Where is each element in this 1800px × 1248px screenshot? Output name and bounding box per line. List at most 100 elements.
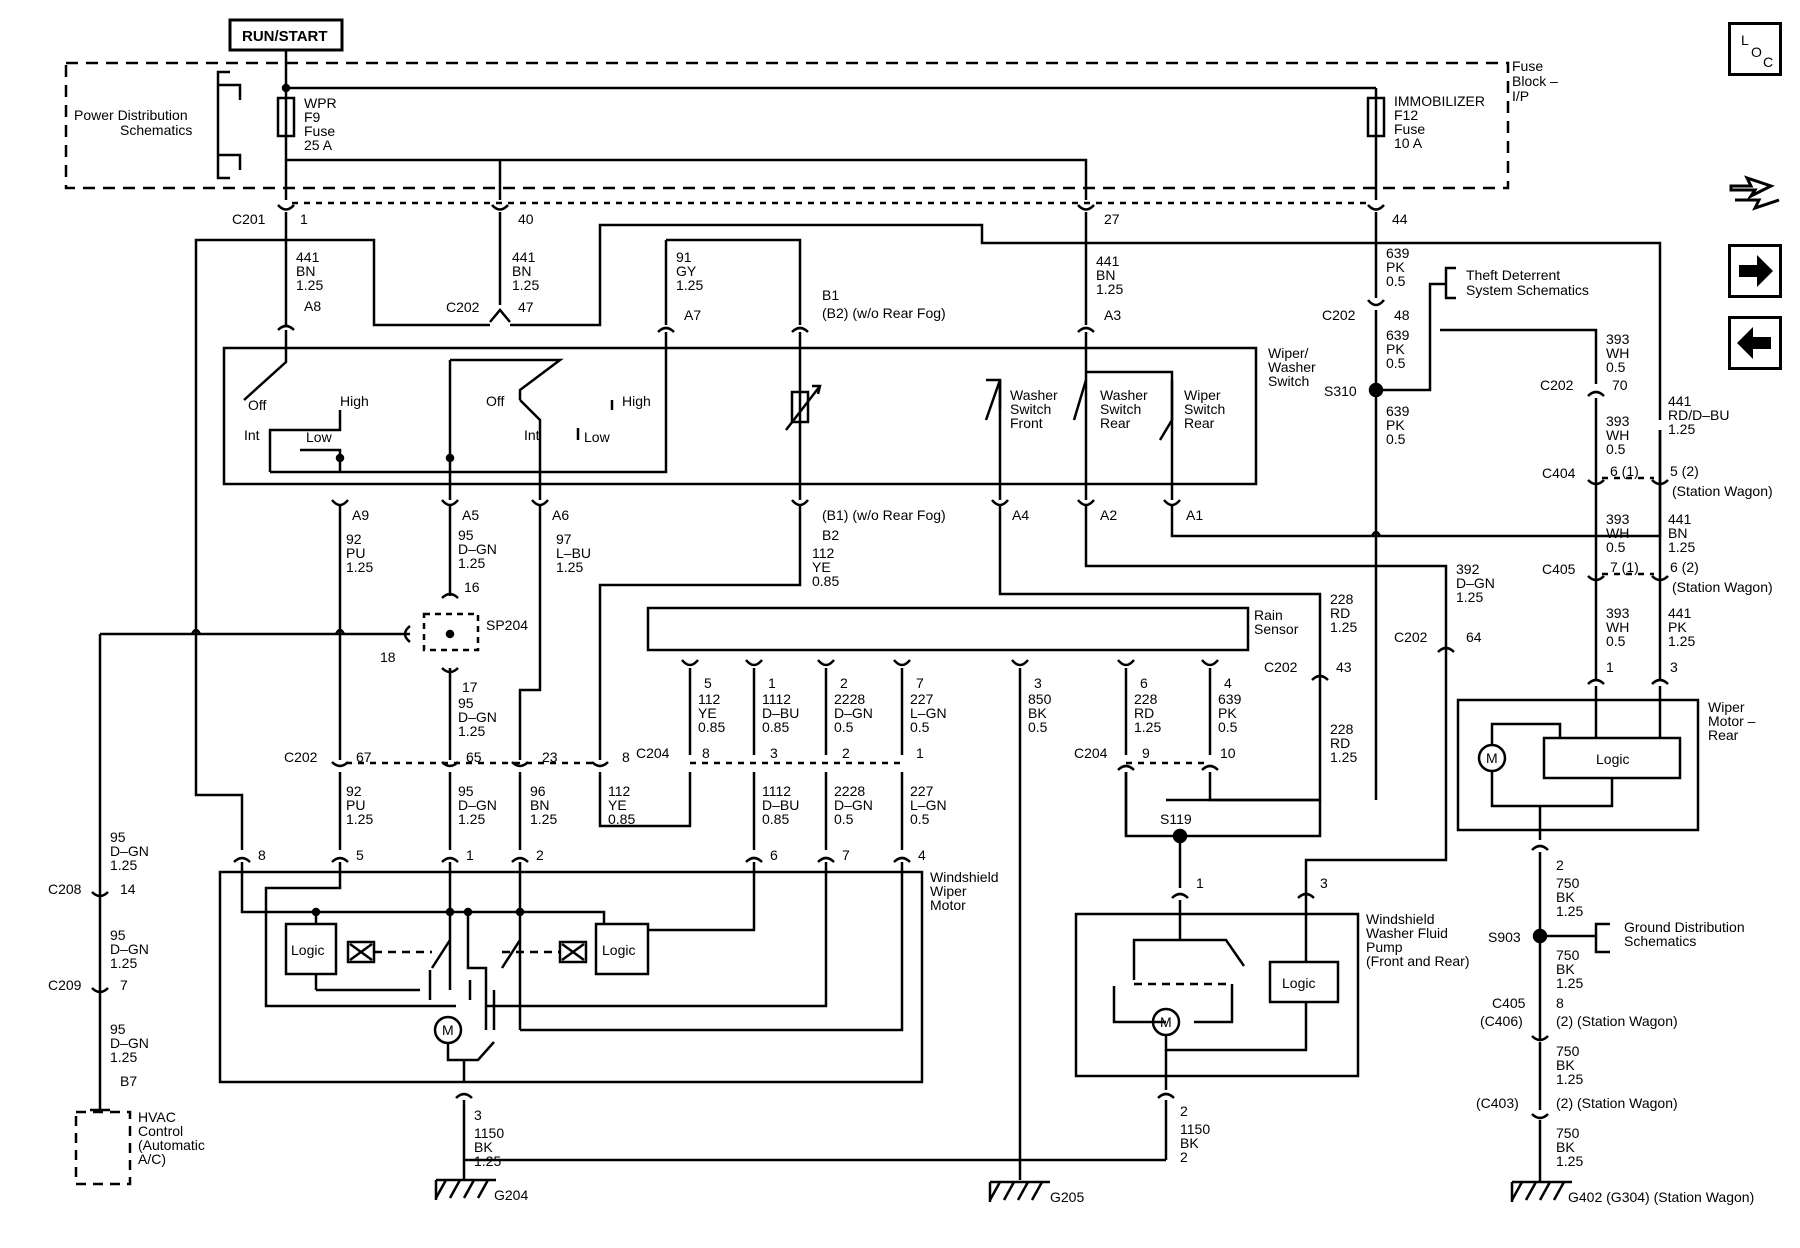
c204-right-label: C204 [1074,745,1108,761]
rear-motor-m [1477,743,1507,773]
wire-228-b-size: 1.25 [1330,749,1357,765]
pin-a3-label: A3 [1104,307,1121,323]
rear-motor-m-label: M [1486,750,1498,766]
rain-sensor-wire-label: 0.5 [1028,719,1048,735]
wire-639-c-color: PK [1386,417,1405,433]
wiper-motor-label-1: Windshield [930,869,998,885]
wiper-washer-switch [222,346,1258,486]
lower-wire-2228-size: 0.5 [834,811,854,827]
windshield-wiper-motor [218,870,924,1084]
washer-front-label-2: Switch [1010,401,1051,417]
c405-pin-right: 6 (2) [1670,559,1699,575]
sp204-label: SP204 [486,617,528,633]
c202-pin-65: 65 [466,749,482,765]
c201-label: C201 [232,211,266,227]
rain-sensor-wire-label: 0.85 [762,719,789,735]
wiper-motor-pin-arc [331,856,349,863]
rear-c202-pin-70: 70 [1612,377,1628,393]
pump-pin-3: 3 [1320,875,1328,891]
next-page-button[interactable] [1728,244,1782,298]
theft-deterrent-label-2: System Schematics [1466,282,1589,298]
switch-low-2: Low [584,429,611,445]
rear-wire-750-d-color: BK [1556,1139,1575,1155]
rain-sensor-wire-label: 850 [1028,691,1052,707]
pin-a8-label: A8 [304,298,321,314]
rain-sensor-wire-label: BK [1028,705,1047,721]
fuse-block-label-3: I/P [1512,88,1529,104]
lower-wire-227-color: L–GN [910,797,947,813]
rear-wire-750-a-color: BK [1556,889,1575,905]
wire-97-size: 1.25 [556,559,583,575]
c201-pin-27: 27 [1104,211,1120,227]
lower-wire-95-circuit: 95 [458,783,474,799]
rear-wire-441-pk-circuit: 441 [1668,605,1692,621]
switch-off-2: Off [486,393,505,409]
c204-pin-8: 8 [702,745,710,761]
rain-sensor-pin-label: 3 [1034,675,1042,691]
c202-pin-23: 23 [542,749,558,765]
wiper-motor-label-3: Motor [930,897,966,913]
immob-fuse-rating: 10 A [1394,135,1423,151]
g204-label: G204 [494,1187,528,1203]
wire-91-size: 1.25 [676,277,703,293]
s119-label: S119 [1160,811,1192,827]
wire-441-b-size: 1.25 [512,277,539,293]
ground-dist-label-1: Ground Distribution [1624,919,1745,935]
rear-motor-pin-1: 1 [1606,659,1614,675]
lower-wire-112-circuit: 112 [608,783,631,799]
loc-letter-c: C [1763,54,1773,70]
wire-441-c-color: BN [1096,267,1115,283]
previous-page-button[interactable] [1728,316,1782,370]
c202-pin-67: 67 [356,749,372,765]
sp204-splice-pack [422,612,480,652]
wire-95-size: 1.25 [458,555,485,571]
rear-wire-393-b-circuit: 393 [1606,413,1630,429]
rain-sensor-wire-label: D–BU [762,705,799,721]
wire-112-color: YE [812,559,831,575]
wiper-motor-pin-label: 1 [466,847,474,863]
rear-motor-label-3: Rear [1708,727,1739,743]
wire-112-size: 0.85 [812,573,839,589]
wire-97-color: L–BU [556,545,591,561]
c204-pin-arc [1117,764,1135,771]
wiper-motor-pin-arc [441,856,459,863]
rain-sensor-pin-arc [817,659,835,667]
pds-label-2: Schematics [120,122,192,138]
hvac-label-4: A/C) [138,1151,166,1167]
pin-a2-label: A2 [1100,507,1117,523]
hvac-label-1: HVAC [138,1109,176,1125]
rear-wire-750-d-circuit: 750 [1556,1125,1580,1141]
rear-c405-pin-8: 8 [1556,995,1564,1011]
g205-ground-symbol [988,1180,1050,1202]
lower-wire-1112-color: D–BU [762,797,799,813]
rear-motor-label-2: Motor – [1708,713,1756,729]
wiper-motor-pin-arc [893,856,911,863]
wire-228-b-color: RD [1330,735,1350,751]
component-locator-button[interactable]: L O C [1728,22,1782,76]
rear-wire-393-a-circuit: 393 [1606,331,1630,347]
wire-95-circuit: 95 [458,527,474,543]
pump-gnd-wire-color: BK [1180,1135,1199,1151]
immob-fuse-type: Fuse [1394,121,1425,137]
wiring-path-button[interactable] [1725,168,1785,222]
c209-pin-7: 7 [120,977,128,993]
rear-wire-750-a-size: 1.25 [1556,903,1583,919]
wiper-gnd-wire-circuit: 1150 [474,1125,504,1141]
c208-label: C208 [48,881,82,897]
rear-wire-441-bn-color: BN [1668,525,1687,541]
c405-pin-left: 7 (1) [1610,559,1639,575]
rain-sensor-pin-label: 5 [704,675,712,691]
wiper-motor-pin-label: 2 [536,847,544,863]
pump-logic-label: Logic [1282,975,1315,991]
rain-sensor-wire-label: 1.25 [1134,719,1161,735]
switch-int-2: Int [524,427,540,443]
pump-pin-1: 1 [1196,875,1204,891]
switch-int-1: Int [244,427,260,443]
switch-high-2: High [622,393,651,409]
pin-a4-label: A4 [1012,507,1029,523]
rear-wire-750-a-circuit: 750 [1556,875,1580,891]
rear-wire-441-pk-color: PK [1668,619,1687,635]
c406-label: (C406) [1480,1013,1523,1029]
lower-wire-92-size: 1.25 [346,811,373,827]
schematic-drawing: RUN/START Power Distribution Schematics … [48,18,1773,1205]
